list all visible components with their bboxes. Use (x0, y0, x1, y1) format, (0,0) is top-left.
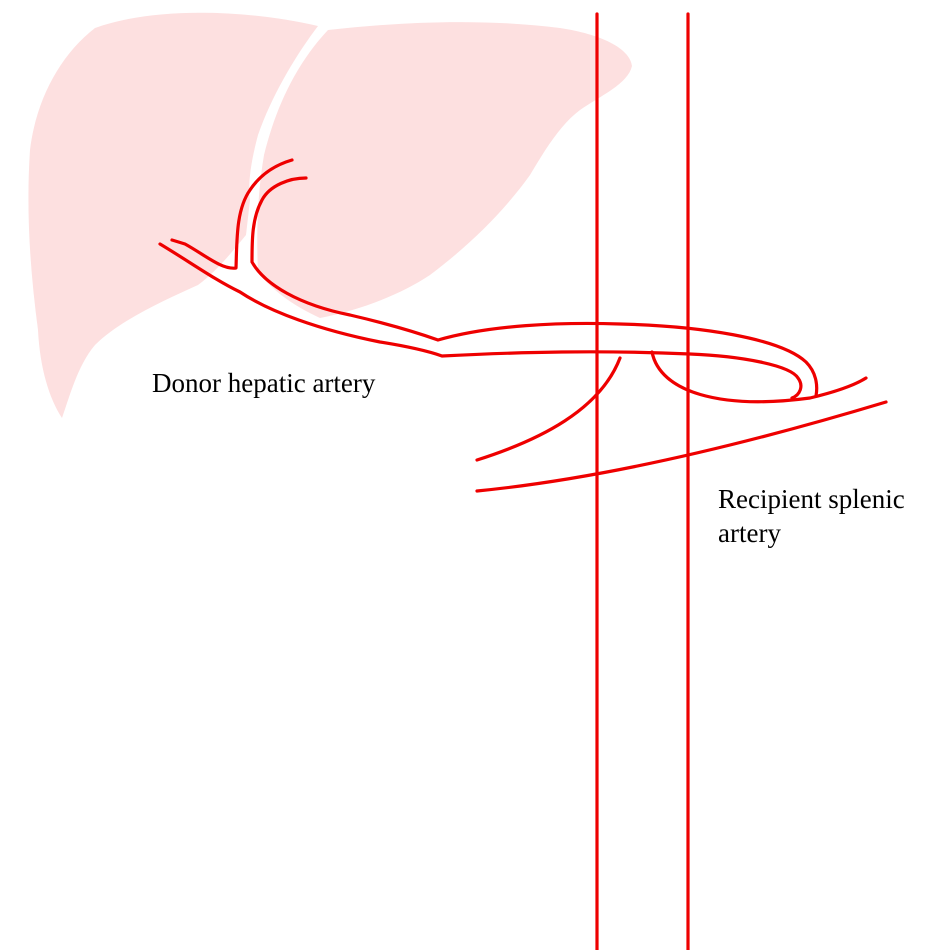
recipient-splenic-artery-label-line1: Recipient splenic (718, 482, 905, 516)
liver-illustration (28, 13, 632, 418)
donor-hepatic-artery-label: Donor hepatic artery (152, 366, 375, 400)
recipient-splenic-artery-label: Recipient splenic artery (718, 482, 905, 550)
recipient-splenic-artery-label-line2: artery (718, 516, 905, 550)
splenic-artery-inner-wall (652, 352, 866, 402)
liver-left-lobe (257, 22, 632, 318)
aorta (597, 14, 688, 950)
splenic-artery-lower-wall (477, 402, 886, 491)
splenic-artery (477, 352, 886, 491)
